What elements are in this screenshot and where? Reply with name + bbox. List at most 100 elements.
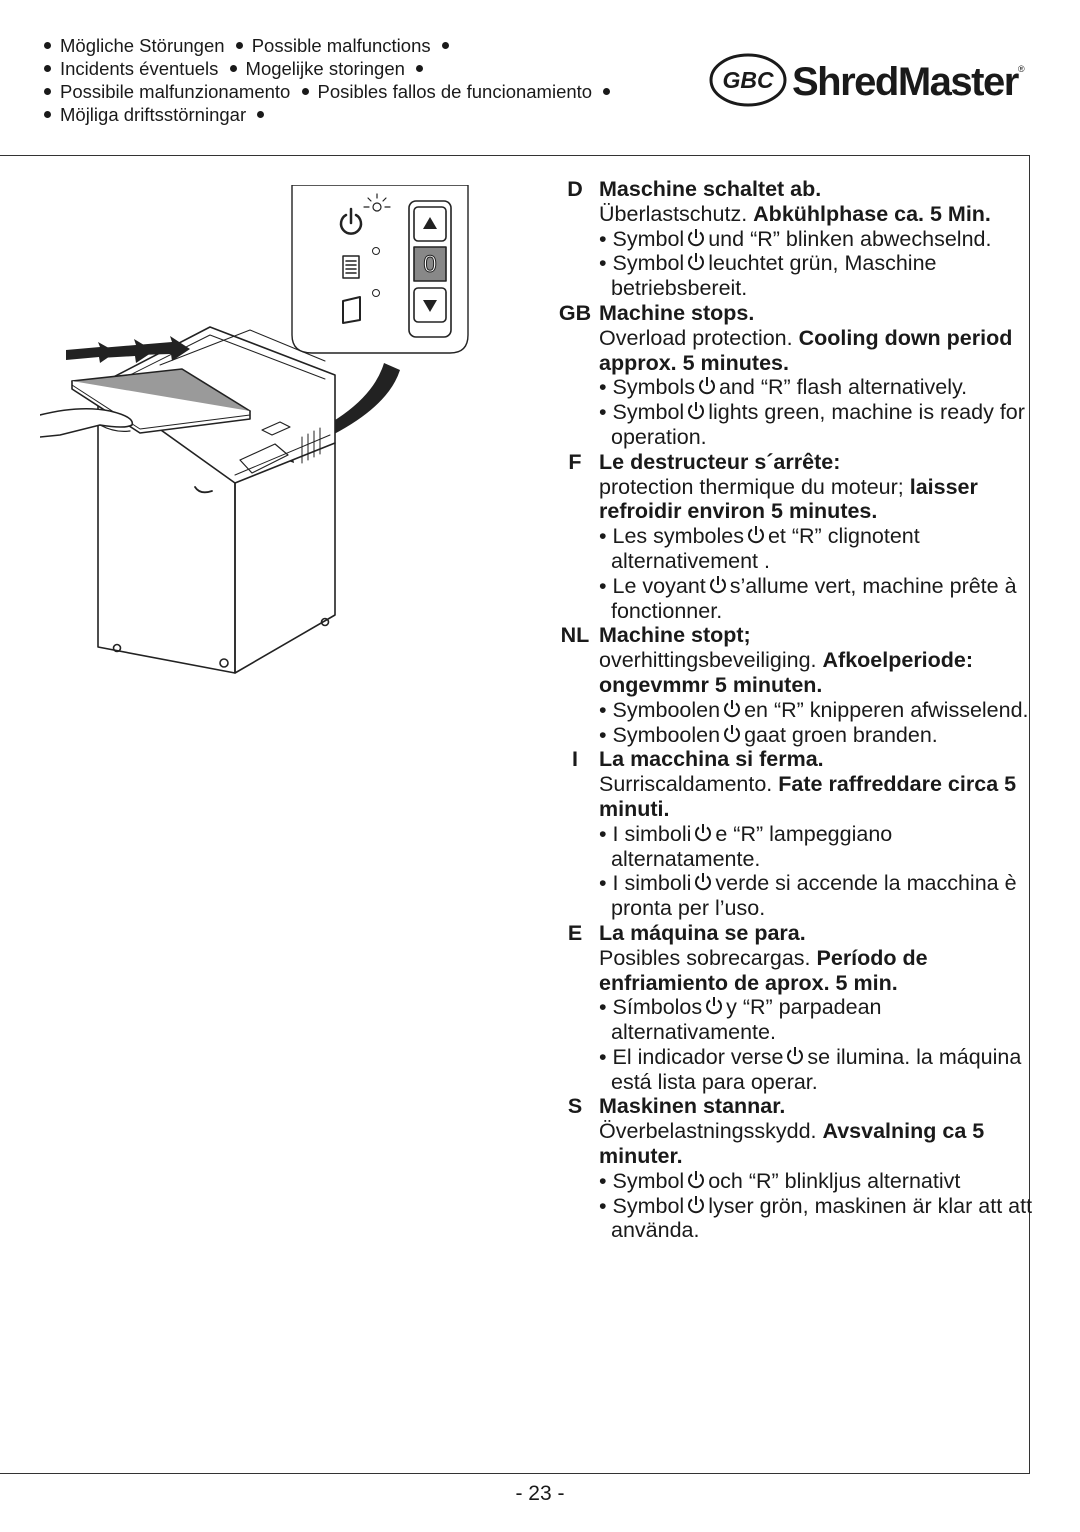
list-item-text: I simboli xyxy=(612,871,692,896)
section-description: Overload protection. Cooling down period… xyxy=(599,326,1035,376)
section-title: La máquina se para. xyxy=(599,920,806,945)
description-bold: Avsvalning ca 5 minuter. xyxy=(599,1119,985,1169)
description-bold: Período de enfriamiento de aprox. 5 min. xyxy=(599,945,928,995)
down-arrow-icon xyxy=(423,300,437,312)
bullet-icon xyxy=(44,111,51,119)
list-item-text: y “R” parpadean alternativamente. xyxy=(611,995,882,1045)
flash-rays-icon xyxy=(363,193,391,212)
header-row: Incidents éventuels Mogelijke storingen xyxy=(44,57,619,80)
description-text: Overload protection. xyxy=(599,325,793,350)
header-item: Possible malfunctions xyxy=(251,35,431,56)
section-title: Maskinen stannar. xyxy=(599,1094,786,1119)
list-item-text: und “R” blinken abwechselnd. xyxy=(708,226,992,251)
section-title: Machine stopt; xyxy=(599,623,751,648)
section-title: Maschine schaltet ab. xyxy=(599,177,822,201)
power-icon xyxy=(698,377,715,395)
language-code: F xyxy=(568,449,582,474)
list-item-text: et “R” clignotent alternativement . xyxy=(611,524,920,573)
list-item-text: Symboolen xyxy=(612,722,721,747)
language-code: S xyxy=(567,1094,583,1119)
description-bold: Abkühlphase ca. 5 Min. xyxy=(753,201,991,226)
list-item-text: lights green, machine is ready for opera… xyxy=(611,400,1025,449)
description-text: Posibles sobrecargas. xyxy=(599,945,811,970)
header-item: Posibles fallos de funcionamiento xyxy=(317,81,593,102)
power-icon xyxy=(688,253,705,271)
list-item-text: Symbol xyxy=(612,1193,685,1218)
bullet-icon xyxy=(44,42,51,50)
bullet-icon xyxy=(416,65,424,73)
led-indicator xyxy=(372,289,380,297)
list-item-text: lyser grön, maskinen är klar att att anv… xyxy=(611,1193,1033,1243)
list-item-text: I simboli xyxy=(612,821,692,846)
header-languages: Mögliche Störungen Possible malfunctions… xyxy=(44,34,619,126)
content-frame xyxy=(0,155,1030,1474)
logo-brand-text: ShredMaster xyxy=(792,60,1019,104)
list-item-text: e “R” lampeggiano alternatamente. xyxy=(611,821,893,871)
list-item-text: Symbol xyxy=(612,1168,685,1193)
description-text: Surriscaldamento. xyxy=(599,772,773,797)
power-icon xyxy=(706,997,723,1015)
section-description: overhittingsbeveiliging. Afkoelperiode: … xyxy=(599,648,1035,698)
gbc-shredmaster-logo: GBC ShredMaster ® xyxy=(709,53,1025,107)
list-item-text: El indicador verse xyxy=(612,1044,784,1069)
bullet-icon xyxy=(229,65,237,73)
section-gb: GB Machine stops.Overload protection. Coo… xyxy=(555,301,1035,450)
shredder-illustration: 0 xyxy=(40,185,469,674)
description-bold: laisser refroidir environ 5 minutes. xyxy=(599,474,978,524)
up-arrow-icon xyxy=(423,217,437,229)
bullet-icon xyxy=(257,111,265,119)
power-icon xyxy=(695,873,712,891)
header-item: Möjliga driftsstörningar xyxy=(60,104,247,125)
bullet-icon xyxy=(441,42,449,50)
header-row: Mögliche Störungen Possible malfunctions xyxy=(44,34,619,57)
list-item-text: och “R” blinkljus alternativt xyxy=(708,1168,961,1193)
logo-gbc-text: GBC xyxy=(722,67,774,93)
bullet-icon xyxy=(235,42,243,50)
header-item: Mogelijke storingen xyxy=(245,58,405,79)
bullet-icon xyxy=(44,65,51,73)
section-title: Machine stops. xyxy=(599,300,755,325)
section-description: Posibles sobrecargas. Período de enfriam… xyxy=(599,946,1035,996)
header-item: Mögliche Störungen xyxy=(60,35,225,56)
section-description: Överbelastningsskydd. Avsvalning ca 5 mi… xyxy=(599,1119,1035,1169)
logo-registered-mark: ® xyxy=(1018,64,1025,74)
power-icon xyxy=(787,1046,804,1065)
header-row: Possibile malfunzionamento Posibles fall… xyxy=(44,80,619,103)
section-description: protection thermique du moteur; laisser … xyxy=(599,475,1035,525)
power-icon xyxy=(688,228,705,246)
description-text: overhittingsbeveiliging. xyxy=(599,648,817,673)
description-text: protection thermique du moteur; xyxy=(599,474,904,499)
list-item-text: en “R” knipperen afwisselend. xyxy=(744,697,1029,722)
bin-full-icon xyxy=(342,255,360,279)
language-code: GB xyxy=(558,300,592,325)
page-number: - 23 - xyxy=(515,1482,565,1505)
list-item-text: gaat groen branden. xyxy=(744,722,938,747)
list-item-text: leuchtet grün, Maschine betriebsbereit. xyxy=(611,251,937,301)
bullet-icon xyxy=(44,88,51,96)
description-bold: Afkoelperiode: ongevmmr 5 minuten. xyxy=(599,648,974,697)
list-item-text: and “R” flash alternatively. xyxy=(718,375,968,400)
language-code: I xyxy=(572,747,578,772)
power-icon xyxy=(339,207,363,235)
section-s: S Maskinen stannar.Överbelastningsskydd. … xyxy=(555,1094,1035,1243)
power-icon xyxy=(688,1195,705,1213)
language-code: NL xyxy=(560,623,590,648)
bullet-icon xyxy=(603,88,611,96)
section-description: Überlastschutz. Abkühlphase ca. 5 Min. xyxy=(599,202,1035,227)
power-icon xyxy=(747,526,764,544)
power-icon xyxy=(688,402,705,420)
description-bold: Fate raffreddare circa 5 minuti. xyxy=(599,772,1017,821)
section-title: Le destructeur s´arrête: xyxy=(599,449,841,474)
